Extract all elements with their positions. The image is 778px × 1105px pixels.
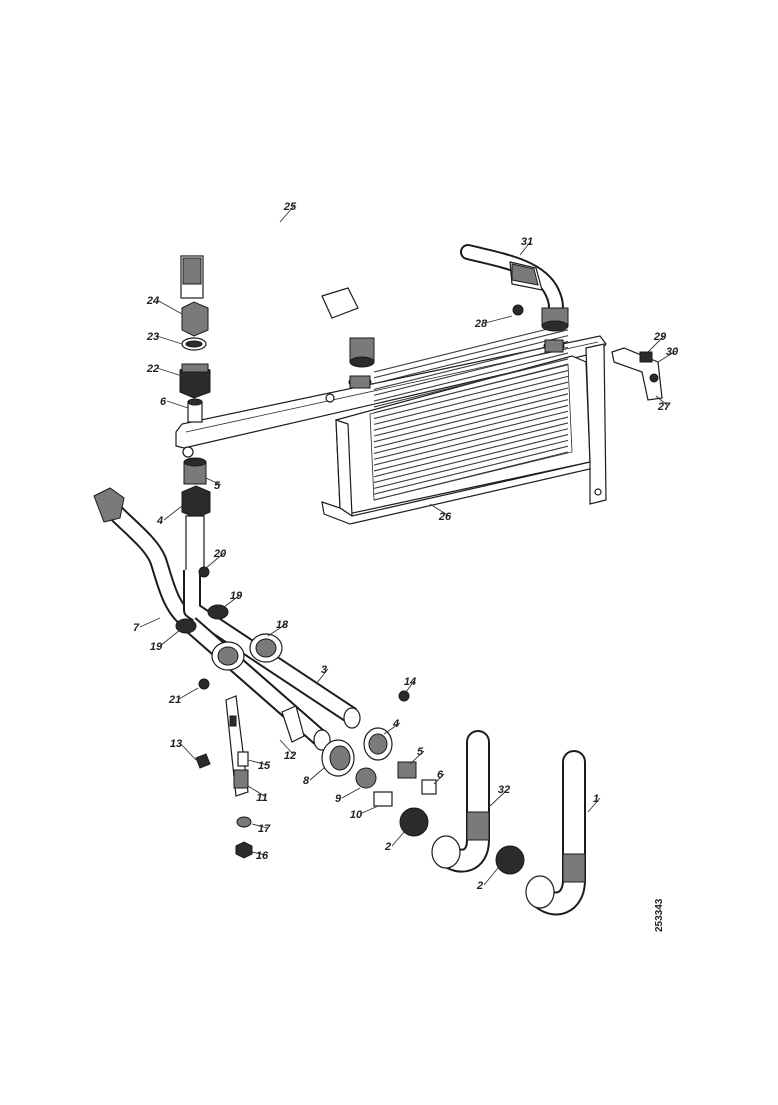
leader-p21 xyxy=(178,687,199,700)
leader-p19b xyxy=(159,629,181,647)
leader-p9 xyxy=(341,787,361,799)
leader-p18 xyxy=(267,623,287,637)
part-label-p9: 9 xyxy=(335,793,342,805)
part-label-p16: 16 xyxy=(256,850,269,862)
leader-p14 xyxy=(405,680,415,693)
part-label-p5b: 5 xyxy=(417,746,424,758)
leader-p2b xyxy=(483,867,499,886)
cooler-fins xyxy=(373,323,569,501)
leader-p13 xyxy=(179,742,197,761)
leader-p1 xyxy=(587,797,601,813)
hose-31 xyxy=(460,244,569,332)
leader-p11 xyxy=(247,785,267,798)
part-label-p23: 23 xyxy=(146,331,159,343)
oil-cooler-assembly xyxy=(175,323,607,525)
leader-p2a xyxy=(391,831,405,847)
part-label-p17: 17 xyxy=(258,823,271,835)
part-label-p19a: 19 xyxy=(230,590,243,602)
leader-p12 xyxy=(279,739,295,756)
leader-p30 xyxy=(657,350,677,363)
leader-p31 xyxy=(519,240,532,256)
part-label-p24: 24 xyxy=(146,295,159,307)
leader-p19a xyxy=(219,594,241,611)
part-label-p29: 29 xyxy=(653,331,667,343)
leader-p20 xyxy=(205,552,225,569)
leader-p5a xyxy=(205,477,222,486)
leader-p27 xyxy=(655,395,669,407)
leader-p10 xyxy=(359,805,379,815)
drawing-reference-number: 253343 xyxy=(654,898,665,932)
part-label-p6a: 6 xyxy=(160,396,167,408)
part-label-p2b: 2 xyxy=(476,880,483,892)
part-label-p19b: 19 xyxy=(150,641,163,653)
leader-p6b xyxy=(433,773,445,785)
leader-p5b xyxy=(409,750,425,765)
part-label-p4b: 4 xyxy=(392,718,399,730)
leader-p8 xyxy=(309,767,325,781)
part-label-p26: 26 xyxy=(438,511,452,523)
leader-p16 xyxy=(251,851,267,856)
leader-p24 xyxy=(156,299,183,315)
part-label-p18: 18 xyxy=(276,619,289,631)
leader-p28 xyxy=(484,315,513,324)
part-label-p30: 30 xyxy=(666,346,679,358)
small-nuts xyxy=(235,816,253,859)
part-label-p22: 22 xyxy=(146,363,159,375)
pipe-1 xyxy=(525,750,586,916)
fittings-row xyxy=(321,727,525,875)
part-label-p6b: 6 xyxy=(437,769,444,781)
part-label-p12: 12 xyxy=(284,750,296,762)
part-label-p8: 8 xyxy=(303,775,310,787)
tube-3-assembly xyxy=(175,566,361,751)
part-label-p32: 32 xyxy=(498,784,510,796)
part-label-p31: 31 xyxy=(521,236,533,248)
part-label-p28: 28 xyxy=(474,318,488,330)
leader-p25a xyxy=(279,205,295,223)
part-label-p2a: 2 xyxy=(384,841,391,853)
clip-bracket xyxy=(195,690,410,797)
part-label-p13: 13 xyxy=(170,738,182,750)
part-label-p15: 15 xyxy=(258,760,271,772)
leader-p6a xyxy=(166,400,189,409)
fitting-stack-left xyxy=(179,301,211,423)
pipe-32 xyxy=(431,730,490,873)
leader-p26 xyxy=(429,503,450,517)
leader-p22 xyxy=(156,367,183,377)
leader-p23 xyxy=(156,335,183,345)
part-label-p10: 10 xyxy=(350,809,363,821)
leader-p29 xyxy=(647,335,665,353)
leader-p7 xyxy=(139,617,161,628)
part-label-p25a: 25 xyxy=(283,201,297,213)
part-label-p14: 14 xyxy=(404,676,416,688)
part-label-p7: 7 xyxy=(133,622,140,634)
leader-p17 xyxy=(251,823,269,829)
part-label-p1: 1 xyxy=(593,793,599,805)
leader-p4a xyxy=(163,505,183,521)
part-label-p5a: 5 xyxy=(214,480,221,492)
leader-p32 xyxy=(489,788,509,807)
part-label-p3: 3 xyxy=(321,664,327,676)
leader-p3 xyxy=(315,668,329,685)
part-label-p21: 21 xyxy=(168,694,181,706)
part-label-p4a: 4 xyxy=(156,515,163,527)
leader-lines xyxy=(139,205,677,886)
bracket-27 xyxy=(512,304,663,401)
hose-25 xyxy=(180,183,375,368)
tube-7 xyxy=(93,487,199,631)
fitting-stack-lower xyxy=(181,457,211,577)
part-label-p27: 27 xyxy=(657,401,671,413)
part-label-p20: 20 xyxy=(213,548,227,560)
leader-p4b xyxy=(383,722,401,735)
leader-p15 xyxy=(247,759,269,766)
part-label-p11: 11 xyxy=(256,792,267,804)
